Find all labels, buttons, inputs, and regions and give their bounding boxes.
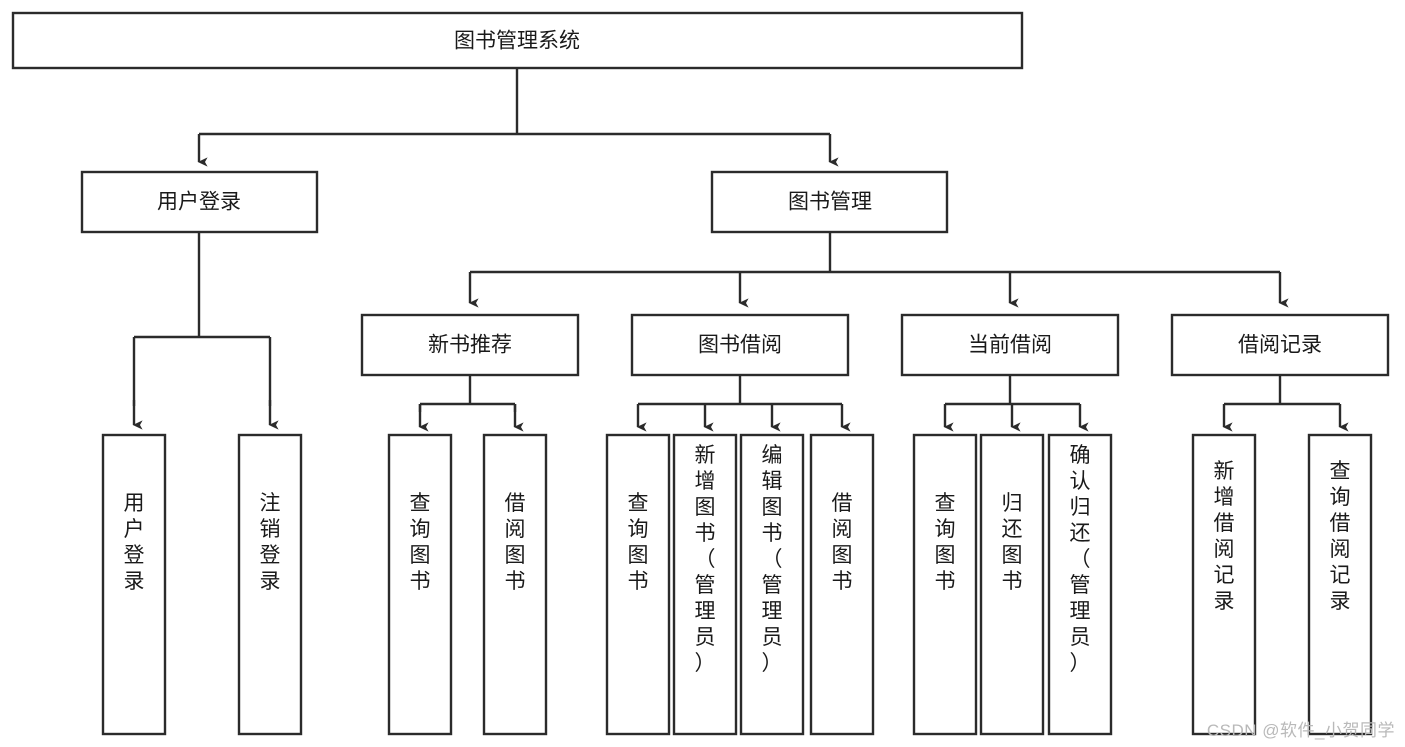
node-leaf-return-book[interactable]: 归还图书 bbox=[979, 433, 1045, 736]
connector-borrow-record-bus bbox=[1224, 375, 1340, 406]
node-root[interactable]: 图书管理系统 bbox=[11, 11, 1024, 70]
node-new-book-recommend-label: 新书推荐 bbox=[428, 334, 512, 357]
node-borrow-record-box[interactable] bbox=[1170, 313, 1390, 377]
connector-user-login-bus bbox=[132, 232, 272, 406]
node-leaf-confirm-return-box[interactable] bbox=[1047, 433, 1113, 736]
node-borrow-record-label: 借阅记录 bbox=[1238, 334, 1322, 357]
node-book-borrow-label: 图书借阅 bbox=[698, 334, 782, 357]
node-leaf-add-book[interactable]: 新增图书（管理员） bbox=[672, 433, 738, 736]
node-leaf-borrow-book-1[interactable]: 借阅图书 bbox=[482, 433, 548, 736]
connector-book-borrow-bus bbox=[638, 375, 842, 406]
connector-current-borrow-bus bbox=[945, 375, 1080, 406]
node-leaf-confirm-return[interactable]: 确认归还（管理员） bbox=[1047, 433, 1113, 736]
node-leaf-user-login[interactable]: 用户登录 bbox=[101, 433, 167, 736]
node-current-borrow[interactable]: 当前借阅 bbox=[900, 313, 1120, 377]
node-leaf-edit-book-box[interactable] bbox=[739, 433, 805, 736]
node-leaf-borrow-book-1-box[interactable] bbox=[482, 433, 548, 736]
node-leaf-add-record[interactable]: 新增借阅记录 bbox=[1191, 433, 1257, 736]
node-leaf-query-book-2-label: 查询图书 bbox=[628, 492, 649, 593]
node-leaf-logout-label: 注销登录 bbox=[260, 492, 281, 593]
node-leaf-borrow-book-2-box[interactable] bbox=[809, 433, 875, 736]
connector-book-management-bus bbox=[470, 232, 1280, 274]
node-current-borrow-box[interactable] bbox=[900, 313, 1120, 377]
node-root-label: 图书管理系统 bbox=[454, 30, 580, 53]
connector-layer bbox=[132, 68, 1349, 432]
node-leaf-query-record-label: 查询借阅记录 bbox=[1330, 460, 1351, 613]
node-leaf-add-book-label: 新增图书（管理员） bbox=[695, 444, 716, 675]
node-leaf-user-login-label: 用户登录 bbox=[124, 492, 145, 593]
node-new-book-recommend-box[interactable] bbox=[360, 313, 580, 377]
node-user-login[interactable]: 用户登录 bbox=[80, 170, 319, 234]
node-leaf-edit-book[interactable]: 编辑图书（管理员） bbox=[739, 433, 805, 736]
node-book-management-box[interactable] bbox=[710, 170, 949, 234]
node-root-box[interactable] bbox=[11, 11, 1024, 70]
node-leaf-query-book-1[interactable]: 查询图书 bbox=[387, 433, 453, 736]
node-leaf-logout-box[interactable] bbox=[237, 433, 303, 736]
node-leaf-add-record-box[interactable] bbox=[1191, 433, 1257, 736]
node-book-borrow-box[interactable] bbox=[630, 313, 850, 377]
node-leaf-query-book-1-label: 查询图书 bbox=[410, 492, 431, 593]
node-leaf-add-record-label: 新增借阅记录 bbox=[1214, 460, 1235, 613]
node-leaf-edit-book-label: 编辑图书（管理员） bbox=[762, 444, 783, 675]
node-leaf-query-book-2-box[interactable] bbox=[605, 433, 671, 736]
node-leaf-query-record[interactable]: 查询借阅记录 bbox=[1307, 433, 1373, 736]
node-leaf-borrow-book-2[interactable]: 借阅图书 bbox=[809, 433, 875, 736]
node-leaf-add-book-box[interactable] bbox=[672, 433, 738, 736]
node-book-borrow[interactable]: 图书借阅 bbox=[630, 313, 850, 377]
node-leaf-query-book-2[interactable]: 查询图书 bbox=[605, 433, 671, 736]
node-leaf-logout[interactable]: 注销登录 bbox=[237, 433, 303, 736]
node-book-management[interactable]: 图书管理 bbox=[710, 170, 949, 234]
node-leaf-query-record-box[interactable] bbox=[1307, 433, 1373, 736]
node-book-management-label: 图书管理 bbox=[788, 191, 872, 214]
node-borrow-record[interactable]: 借阅记录 bbox=[1170, 313, 1390, 377]
csdn-watermark: CSDN @软件_小贺同学 bbox=[1206, 721, 1395, 740]
node-leaf-return-book-box[interactable] bbox=[979, 433, 1045, 736]
node-leaf-query-book-3-label: 查询图书 bbox=[935, 492, 956, 593]
node-leaf-query-book-3-box[interactable] bbox=[912, 433, 978, 736]
node-leaf-query-book-3[interactable]: 查询图书 bbox=[912, 433, 978, 736]
node-leaf-borrow-book-2-label: 借阅图书 bbox=[832, 492, 853, 593]
node-current-borrow-label: 当前借阅 bbox=[968, 334, 1052, 357]
node-user-login-box[interactable] bbox=[80, 170, 319, 234]
node-new-book-recommend[interactable]: 新书推荐 bbox=[360, 313, 580, 377]
node-user-login-label: 用户登录 bbox=[157, 191, 241, 214]
node-leaf-return-book-label: 归还图书 bbox=[1002, 492, 1023, 593]
connector-root-bus bbox=[199, 68, 830, 136]
node-leaf-user-login-box[interactable] bbox=[101, 433, 167, 736]
node-leaf-borrow-book-1-label: 借阅图书 bbox=[505, 492, 526, 593]
node-leaf-confirm-return-label: 确认归还（管理员） bbox=[1070, 444, 1091, 675]
connector-new-book-bus bbox=[418, 375, 517, 412]
node-leaf-query-book-1-box[interactable] bbox=[387, 433, 453, 736]
